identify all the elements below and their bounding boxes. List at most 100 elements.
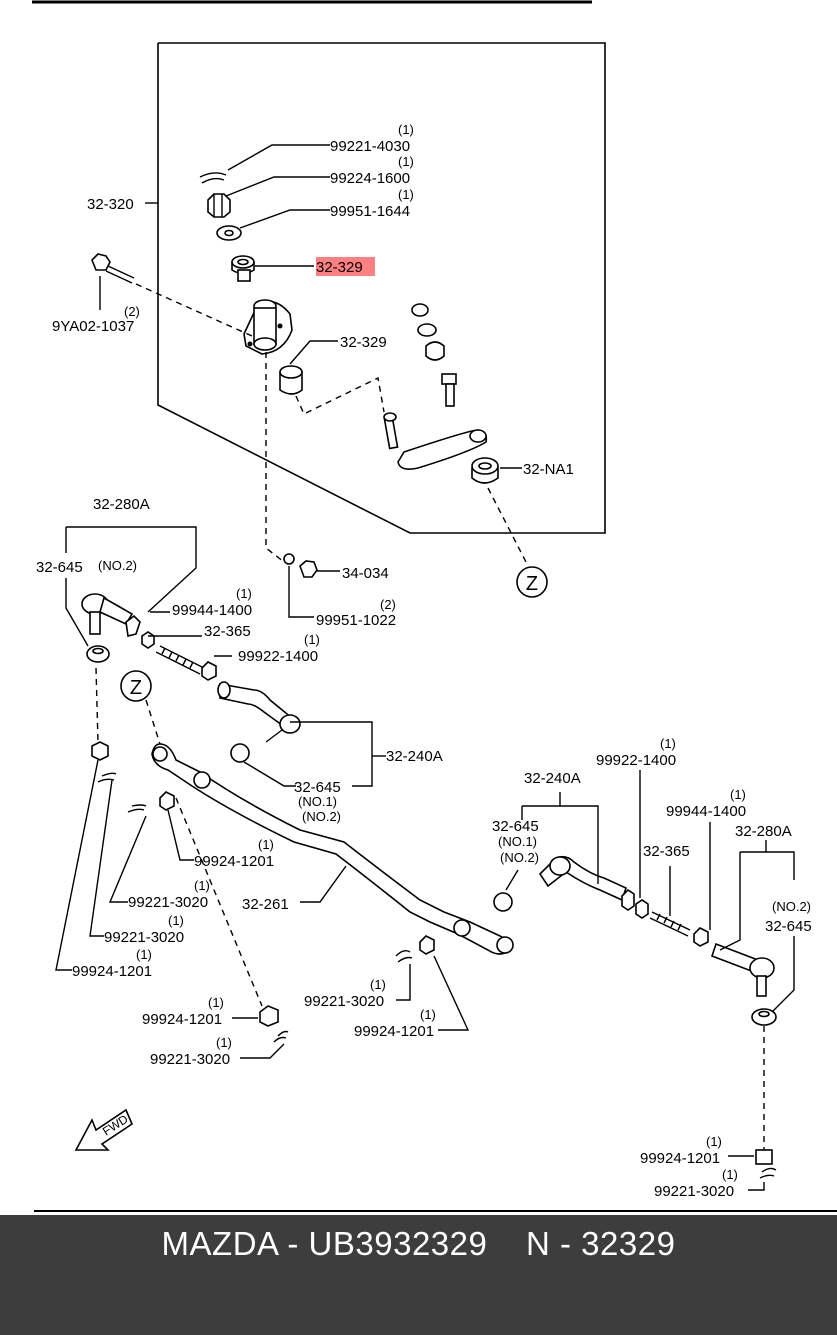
quantity-label: (1) xyxy=(136,947,152,962)
clamp-nut-icon xyxy=(125,614,141,637)
adjust-bolt-icon xyxy=(649,911,691,937)
castle-nut-icon xyxy=(207,193,231,218)
svg-text:Z: Z xyxy=(526,573,538,595)
quantity-label: (1) xyxy=(216,1035,232,1050)
pin-icon xyxy=(441,373,457,407)
part-label: 32-365 xyxy=(643,843,690,860)
part-label: 32-240A xyxy=(524,770,581,787)
variant-label: (NO.1) xyxy=(298,794,337,809)
part-label: 99944-1400 xyxy=(666,803,746,820)
adjust-bolt-icon xyxy=(155,645,205,675)
part-label: 32-645 xyxy=(492,818,539,835)
part-label: 99221-3020 xyxy=(150,1051,230,1068)
part-label: 99924-1201 xyxy=(194,853,274,870)
ball-socket-icon xyxy=(279,714,301,734)
quantity-label: (1) xyxy=(304,632,320,647)
part-label: 32-645 xyxy=(36,559,83,576)
quantity-label: (2) xyxy=(380,597,396,612)
ball-joint-boot-icon xyxy=(230,743,250,763)
cotter-pin-icon xyxy=(759,1167,777,1179)
nut-icon xyxy=(91,741,109,761)
part-label: 99221-3020 xyxy=(304,993,384,1010)
part-label: 32-365 xyxy=(204,623,251,640)
part-label: 32-645 xyxy=(765,918,812,935)
nut-icon xyxy=(755,1149,773,1165)
part-label: 99924-1201 xyxy=(72,963,152,980)
variant-label: (NO.2) xyxy=(500,850,539,865)
variant-label: (NO.2) xyxy=(98,558,137,573)
quantity-label: (1) xyxy=(660,736,676,751)
center-link-icon xyxy=(151,743,512,955)
zone-marker-right: Z xyxy=(516,566,548,598)
bolt-icon xyxy=(91,253,135,284)
svg-text:Z: Z xyxy=(130,677,142,699)
part-label: 99944-1400 xyxy=(172,602,252,619)
quantity-label: (1) xyxy=(398,122,414,137)
parts-diagram: 32-320 xyxy=(32,0,837,1212)
assembly-frame xyxy=(157,42,606,534)
quantity-label: (1) xyxy=(730,787,746,802)
nut-icon xyxy=(419,935,435,955)
cotter-pin-icon xyxy=(395,949,413,963)
part-label: 99221-4030 xyxy=(330,138,410,155)
part-label: 32-329 xyxy=(316,259,363,276)
washer-icon xyxy=(283,553,295,565)
part-label: 99221-3020 xyxy=(104,929,184,946)
quantity-label: (1) xyxy=(168,913,184,928)
zone-marker-left: Z xyxy=(120,670,152,702)
nut-icon xyxy=(635,899,649,919)
nut-icon xyxy=(141,631,155,649)
frame-label: 32-320 xyxy=(87,196,134,213)
part-label: 99922-1400 xyxy=(596,752,676,769)
quantity-label: (1) xyxy=(370,977,386,992)
small-washer-icon xyxy=(417,323,437,337)
cotter-pin-icon xyxy=(273,1030,289,1043)
part-number-caption: MAZDA - UB3932329 N - 32329 xyxy=(161,1225,676,1262)
bushing-icon xyxy=(231,255,255,282)
idler-arm-icon xyxy=(383,412,488,470)
cotter-pin-icon xyxy=(199,172,227,184)
quantity-label: (2) xyxy=(124,304,140,319)
part-label: 32-261 xyxy=(242,896,289,913)
part-label: 32-329 xyxy=(340,334,387,351)
quantity-label: (1) xyxy=(398,187,414,202)
lower-bushing-icon xyxy=(279,365,303,395)
nut-icon xyxy=(201,661,217,681)
nut-icon xyxy=(259,1005,279,1027)
part-label: 34-034 xyxy=(342,565,389,582)
small-bushing-icon xyxy=(425,341,445,361)
idler-bracket-icon xyxy=(243,299,293,355)
tie-rod-end-right-icon xyxy=(710,942,775,997)
variant-label: (NO.2) xyxy=(302,809,341,824)
cotter-pin-icon xyxy=(97,772,117,783)
quantity-label: (1) xyxy=(706,1134,722,1149)
part-label: 99224-1600 xyxy=(330,170,410,187)
quantity-label: (1) xyxy=(194,878,210,893)
part-label: 32-645 xyxy=(294,779,341,796)
nut-icon xyxy=(159,791,175,811)
nut-icon xyxy=(299,560,318,578)
part-label: 99924-1201 xyxy=(354,1023,434,1040)
idler-bushing-icon xyxy=(471,457,499,484)
part-label: 99221-3020 xyxy=(128,894,208,911)
part-label: 99922-1400 xyxy=(238,648,318,665)
footer-bar: MAZDA - UB3932329 N - 32329 xyxy=(0,1215,837,1335)
part-label: 32-NA1 xyxy=(523,461,574,478)
nut-icon xyxy=(693,927,709,947)
quantity-label: (1) xyxy=(258,837,274,852)
quantity-label: (1) xyxy=(236,586,252,601)
variant-label: (NO.1) xyxy=(498,834,537,849)
variant-label: (NO.2) xyxy=(772,899,811,914)
clamp-nut-icon xyxy=(621,888,635,911)
quantity-label: (1) xyxy=(208,995,224,1010)
fwd-arrow-icon: FWD xyxy=(74,1108,133,1151)
part-label: 99924-1201 xyxy=(142,1011,222,1028)
highlight-box[interactable] xyxy=(316,257,375,276)
cotter-pin-icon xyxy=(127,804,147,813)
part-label: 32-280A xyxy=(735,823,792,840)
dust-seal-icon xyxy=(411,303,429,317)
tie-rod-end-left-icon xyxy=(81,593,134,635)
ball-joint-boot-icon xyxy=(493,892,513,912)
quantity-label: (1) xyxy=(398,154,414,169)
quantity-label: (1) xyxy=(722,1167,738,1182)
